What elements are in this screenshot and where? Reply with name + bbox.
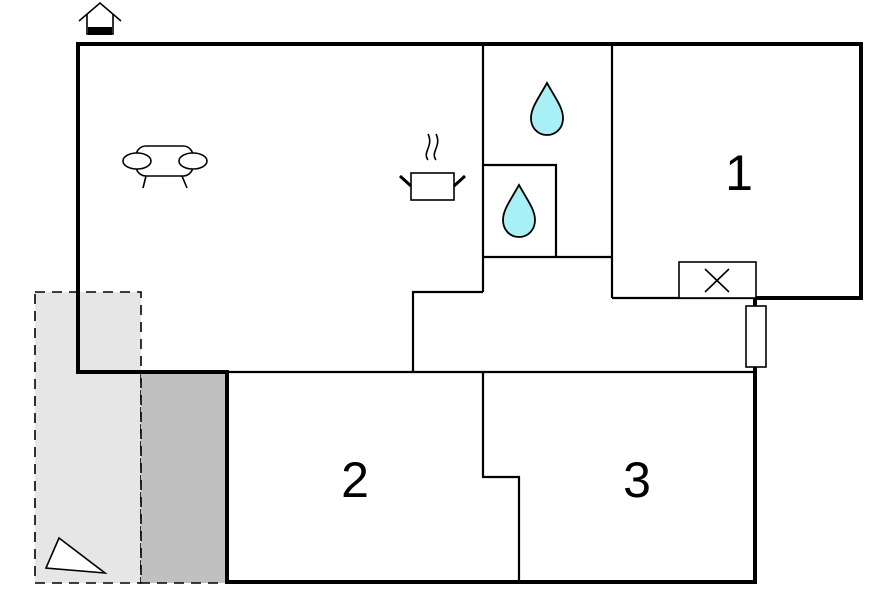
north-arrow-icon [44, 536, 108, 575]
terrace-open-area [34, 291, 142, 584]
cooking-pot-icon [398, 133, 467, 201]
room-number-3: 3 [623, 452, 651, 508]
terrace [34, 291, 228, 584]
interior-walls [227, 44, 755, 582]
room-number-2: 2 [341, 452, 369, 508]
water-drop-icon [530, 81, 564, 136]
water-drop-icon [502, 183, 536, 238]
fireplace-icon [678, 261, 757, 299]
terrace-covered-area [140, 371, 228, 584]
room-number-1: 1 [725, 145, 753, 201]
exterior-wall [76, 42, 863, 584]
home-entrance-icon [78, 1, 122, 35]
sofa-icon [122, 145, 208, 189]
radiator-icon [745, 305, 767, 368]
